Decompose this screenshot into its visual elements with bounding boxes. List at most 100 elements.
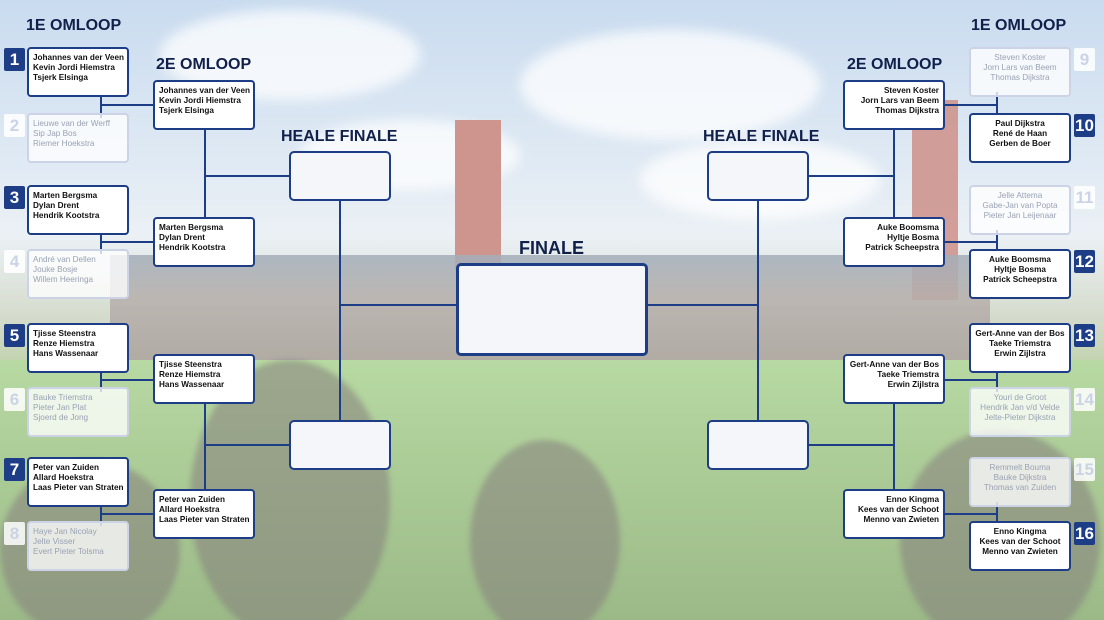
player-name: Haye Jan Nicolay [33, 527, 97, 536]
player-name: Jorn Lars van Beem [983, 63, 1057, 72]
semi-right-bottom-slot [707, 420, 809, 470]
player-name: Gerben de Boer [989, 139, 1051, 148]
heading-round2-left: 2E OMLOOP [156, 56, 252, 73]
player-name: René de Haan [992, 129, 1048, 138]
seed-number-badge: 4 [4, 250, 25, 273]
seed-number-badge: 15 [1074, 458, 1095, 481]
player-name: Hendrik Jan v/d Velde [980, 403, 1060, 412]
player-name: Menno van Zwieten [982, 547, 1058, 556]
player-name: Auke Boomsma [989, 255, 1051, 264]
player-name: Paul Dijkstra [995, 119, 1045, 128]
seed-number-badge: 3 [4, 186, 25, 209]
seed-number-badge: 7 [4, 458, 25, 481]
player-name: Erwin Zijlstra [994, 349, 1046, 358]
player-name: Enno Kingma [886, 495, 939, 504]
player-name: Erwin Zijlstra [887, 380, 939, 389]
player-name: Enno Kingma [993, 527, 1047, 536]
player-name: Tsjerk Elsinga [159, 106, 214, 115]
player-name: Patrick Scheepstra [983, 275, 1057, 284]
player-name: Renze Hiemstra [33, 339, 95, 348]
player-name: Peter van Zuiden [33, 463, 99, 472]
heading-round1-right: 1E OMLOOP [971, 17, 1067, 34]
player-name: Hendrik Kootstra [159, 243, 226, 252]
player-name: Jouke Bosje [33, 265, 78, 274]
player-name: Thomas Dijkstra [990, 73, 1050, 82]
player-name: Jelte-Pieter Dijkstra [984, 413, 1056, 422]
seed-number-badge: 5 [4, 324, 25, 347]
seed-number-badge: 8 [4, 522, 25, 545]
player-name: Hyltje Bosma [994, 265, 1046, 274]
player-name: Hyltje Bosma [887, 233, 939, 242]
player-name: Sip Jap Bos [33, 129, 77, 138]
player-name: Lieuwe van der Werff [33, 119, 111, 128]
player-name: Peter van Zuiden [159, 495, 225, 504]
player-name: Patrick Scheepstra [865, 243, 939, 252]
player-name: Allard Hoekstra [33, 473, 94, 482]
player-name: Hans Wassenaar [159, 380, 225, 389]
player-name: Gert-Anne van der Bos [975, 329, 1065, 338]
final-slot [456, 263, 648, 356]
player-name: Tsjerk Elsinga [33, 73, 88, 82]
seed-number-badge: 14 [1074, 388, 1095, 411]
player-name: Kees van der Schoot [979, 537, 1061, 546]
heading-final: FINALE [519, 238, 584, 258]
player-name: Marten Bergsma [33, 191, 98, 200]
player-name: Kevin Jordi Hiemstra [159, 96, 241, 105]
player-name: Evert Pieter Tolsma [33, 547, 104, 556]
seed-number-badge: 1 [4, 48, 25, 71]
player-name: Tjisse Steenstra [159, 360, 222, 369]
player-name: Sjoerd de Jong [33, 413, 89, 422]
player-name: Jorn Lars van Beem [860, 96, 939, 105]
heading-round2-right: 2E OMLOOP [847, 56, 943, 73]
player-name: Menno van Zwieten [863, 515, 939, 524]
seed-number-badge: 12 [1074, 250, 1095, 273]
semi-right-top-slot [707, 151, 809, 201]
player-name: Hans Wassenaar [33, 349, 99, 358]
player-name: Dylan Drent [33, 201, 79, 210]
seed-number-badge: 13 [1074, 324, 1095, 347]
seed-number-badge: 10 [1074, 114, 1095, 137]
heading-semi-right: HEALE FINALE [703, 128, 820, 145]
player-name: Riemer Hoekstra [33, 139, 95, 148]
player-name: Auke Boomsma [877, 223, 939, 232]
player-name: Youri de Groot [993, 393, 1047, 402]
player-name: Gert-Anne van der Bos [849, 360, 939, 369]
semi-left-top-slot [289, 151, 391, 201]
player-name: Gabe-Jan van Popta [982, 201, 1058, 210]
player-name: Laas Pieter van Straten [33, 483, 124, 492]
player-name: Willem Heeringa [33, 275, 94, 284]
player-name: Pieter Jan Plat [33, 403, 87, 412]
player-name: Johannes van der Veen [159, 86, 251, 95]
player-name: Dylan Drent [159, 233, 205, 242]
player-name: Hendrik Kootstra [33, 211, 100, 220]
player-name: Steven Koster [883, 86, 939, 95]
player-name: Jelle Attema [997, 191, 1043, 200]
player-name: Jelte Visser [33, 537, 76, 546]
player-name: Kevin Jordi Hiemstra [33, 63, 115, 72]
player-name: Thomas Dijkstra [875, 106, 939, 115]
player-name: Remmelt Bouma [989, 463, 1051, 472]
player-name: André van Dellen [33, 255, 96, 264]
player-name: Tjisse Steenstra [33, 329, 96, 338]
player-name: Pieter Jan Leijenaar [983, 211, 1057, 220]
